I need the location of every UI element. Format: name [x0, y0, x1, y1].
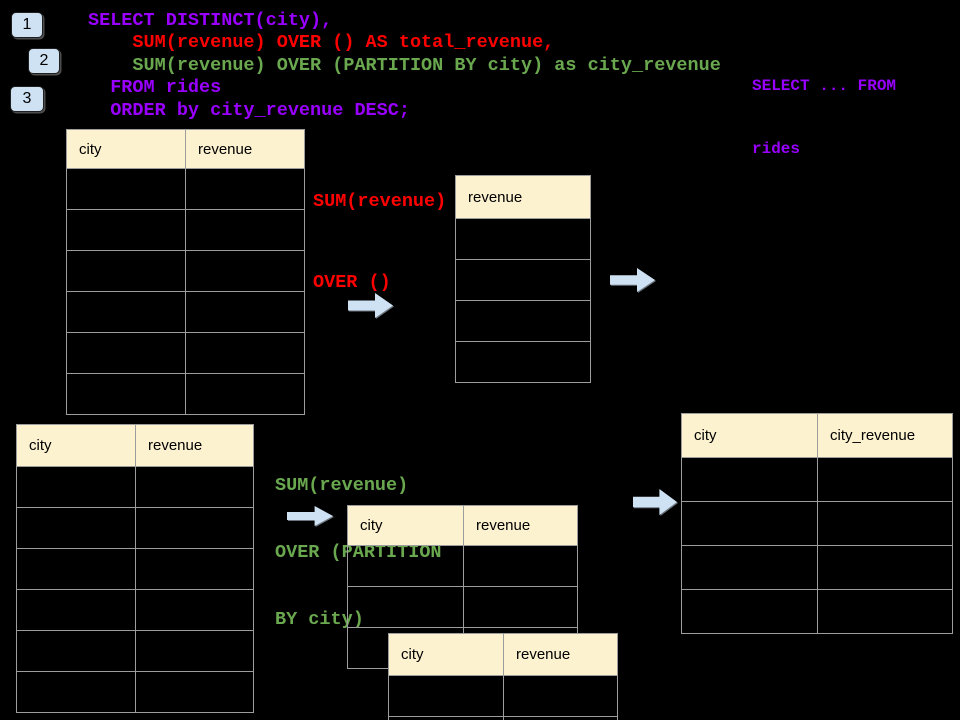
- annotation-line: OVER (PARTITION: [275, 542, 442, 564]
- step-badge-1: 1: [11, 12, 43, 38]
- step-badge-2: 2: [28, 48, 60, 74]
- table-cell-empty: [67, 251, 186, 292]
- column-header-revenue: revenue: [456, 176, 591, 219]
- column-header-revenue: revenue: [464, 506, 578, 546]
- table-cell-empty: [136, 549, 254, 590]
- partition-annotation: SUM(revenue) OVER (PARTITION BY city): [275, 430, 442, 676]
- table-cell-empty: [389, 717, 504, 720]
- table-cell-empty: [504, 717, 618, 720]
- table-cell-empty: [348, 546, 464, 587]
- sql-code-line-5: ORDER by city_revenue DESC;: [88, 99, 410, 121]
- column-header-city: city: [67, 130, 186, 169]
- table-cell-empty: [818, 546, 953, 590]
- table-cell-empty: [17, 631, 136, 672]
- table-cell-empty: [67, 210, 186, 251]
- column-header-revenue: revenue: [186, 130, 305, 169]
- table-cell-empty: [464, 587, 578, 628]
- table-cell-empty: [17, 672, 136, 713]
- column-header-revenue: revenue: [136, 425, 254, 467]
- table-cell-empty: [818, 590, 953, 634]
- table-cell-empty: [456, 301, 591, 342]
- arrow-partition-to-result: [633, 489, 677, 515]
- table-cell-empty: [348, 587, 464, 628]
- column-header-city: city: [389, 634, 504, 676]
- step-badge-3: 3: [10, 86, 44, 112]
- table-cell-empty: [818, 502, 953, 546]
- table-cell-empty: [186, 169, 305, 210]
- arrow-source-to-total: [348, 293, 393, 318]
- column-header-revenue: revenue: [504, 634, 618, 676]
- table-cell-empty: [136, 508, 254, 549]
- annotation-line: SUM(revenue): [313, 191, 447, 212]
- table-cell-empty: [17, 590, 136, 631]
- table-cell-empty: [136, 590, 254, 631]
- arrow-source-to-partition: [287, 506, 333, 526]
- table-cell-empty: [456, 260, 591, 301]
- table-cell-empty: [17, 508, 136, 549]
- table-cell-empty: [682, 590, 818, 634]
- table-cell-empty: [186, 374, 305, 415]
- total-revenue-annotation: SUM(revenue) OVER (): [313, 134, 446, 350]
- table-cell-empty: [186, 210, 305, 251]
- table-cell-empty: [67, 333, 186, 374]
- table-cell-empty: [456, 219, 591, 260]
- table-cell-empty: [67, 292, 186, 333]
- table-cell-empty: [682, 458, 818, 502]
- table-cell-empty: [186, 251, 305, 292]
- annotation-line: OVER (): [313, 272, 391, 293]
- table-cell-empty: [136, 631, 254, 672]
- table-cell-empty: [456, 342, 591, 383]
- table-cell-empty: [17, 549, 136, 590]
- sql-code-line-3: SUM(revenue) OVER (PARTITION BY city) as…: [88, 54, 721, 76]
- annotation-line: SELECT ... FROM: [752, 77, 897, 95]
- sql-code-line-4: FROM rides: [88, 77, 222, 99]
- column-header-city: city: [348, 506, 464, 546]
- annotation-line: rides: [752, 140, 801, 158]
- column-header-city_revenue: city_revenue: [818, 414, 953, 458]
- sql-query-code: SELECT DISTINCT(city), SUM(revenue) OVER…: [88, 10, 721, 122]
- sql-code-line-2: SUM(revenue) OVER () AS total_revenue,: [88, 32, 555, 54]
- column-header-city: city: [17, 425, 136, 467]
- table-cell-empty: [136, 467, 254, 508]
- annotation-line: BY city): [275, 609, 364, 631]
- table-cell-empty: [818, 458, 953, 502]
- table-cell-empty: [186, 333, 305, 374]
- table-cell-empty: [17, 467, 136, 508]
- table-cell-empty: [464, 546, 578, 587]
- total-revenue-table: revenue: [455, 175, 591, 383]
- annotation-line: SUM(revenue): [275, 474, 409, 496]
- table-cell-empty: [186, 292, 305, 333]
- table-cell-empty: [67, 374, 186, 415]
- table-cell-empty: [67, 169, 186, 210]
- table-cell-empty: [504, 676, 618, 717]
- table-cell-empty: [682, 546, 818, 590]
- from-rides-annotation: SELECT ... FROM rides: [752, 34, 896, 202]
- table-cell-empty: [389, 676, 504, 717]
- table-cell-empty: [136, 672, 254, 713]
- table-cell-empty: [682, 502, 818, 546]
- arrow-total-to-result: [610, 268, 655, 292]
- sql-code-line-1: SELECT DISTINCT(city),: [88, 10, 333, 31]
- column-header-city: city: [682, 414, 818, 458]
